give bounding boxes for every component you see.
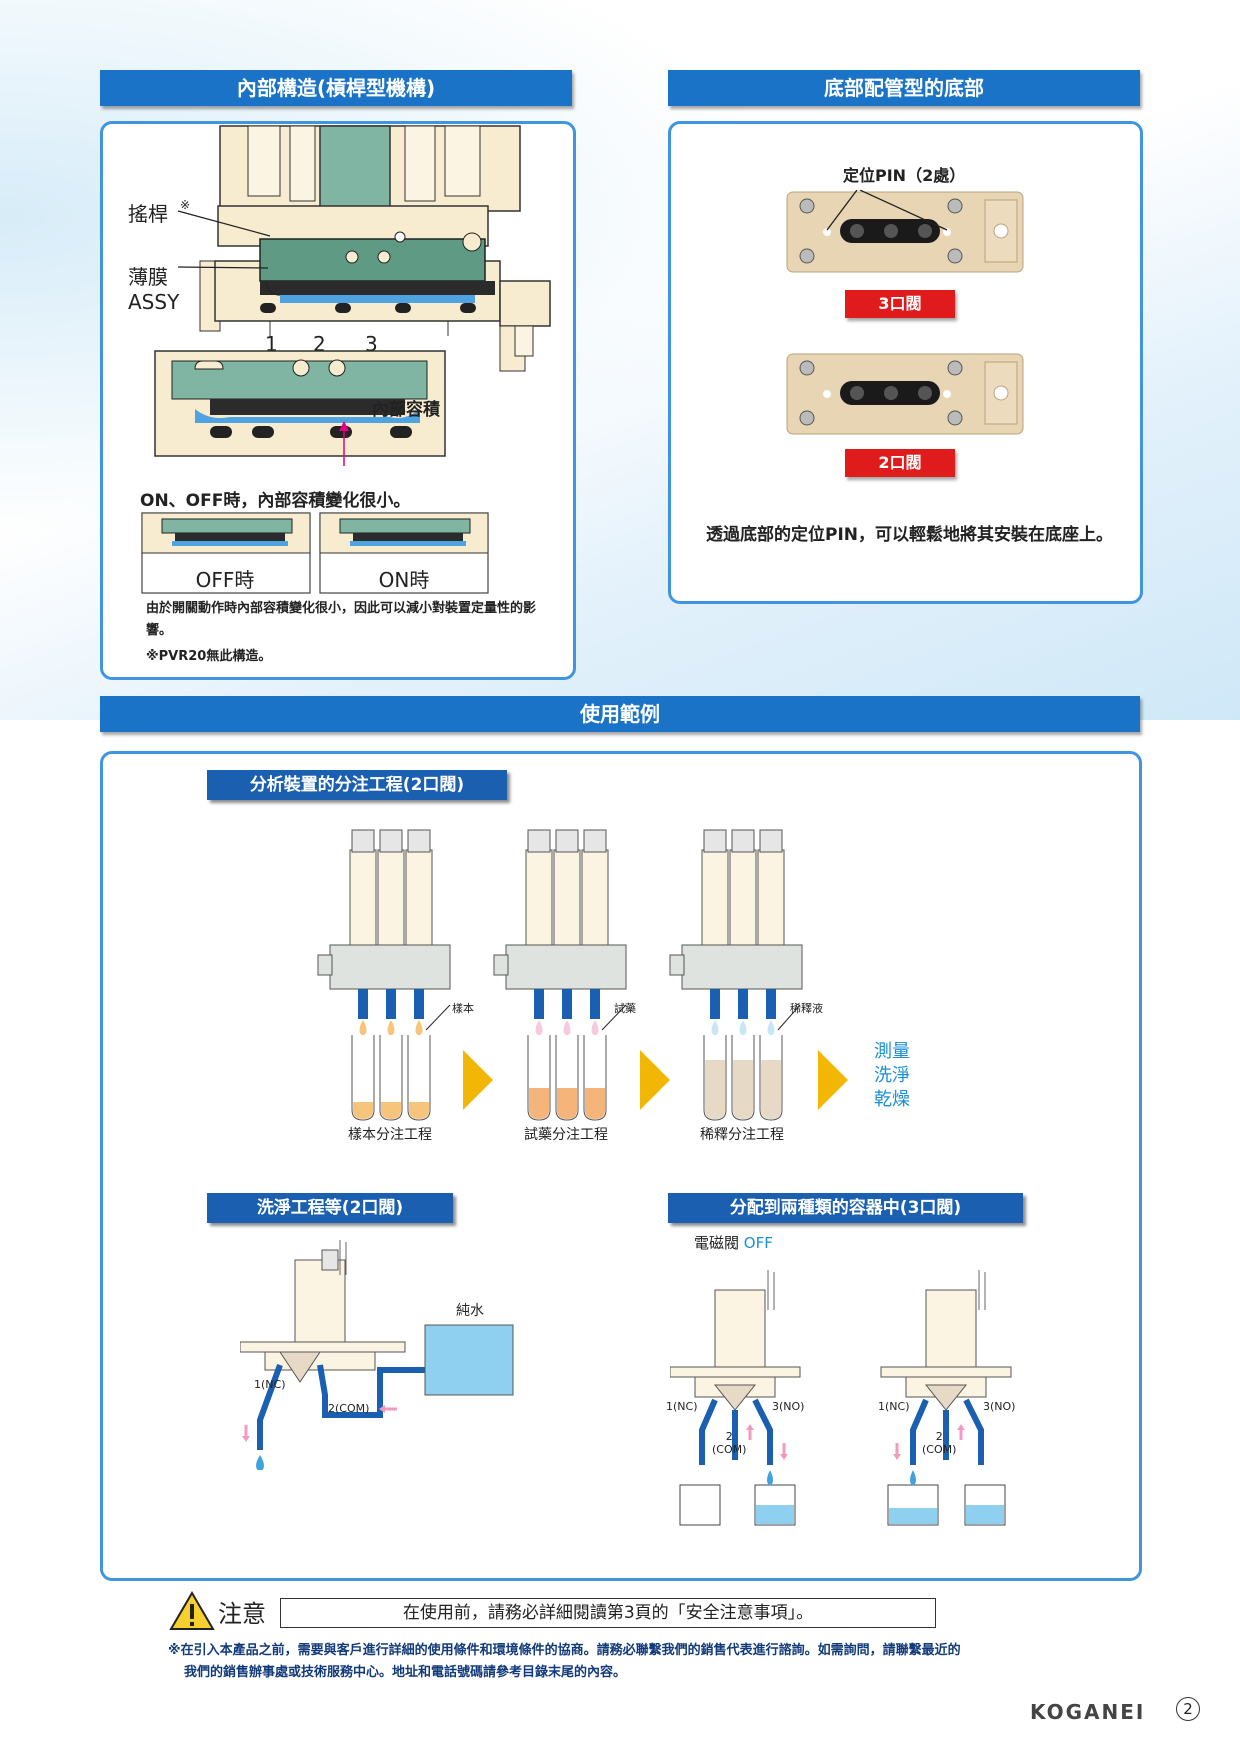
step-label-diluent: 稀釋分注工程 (700, 1127, 784, 1143)
washing-process-diagram (240, 1240, 514, 1470)
liquid-label-reagent: 試藥 (614, 1002, 636, 1015)
lever-footnote-mark: ※ (180, 198, 190, 212)
internal-volume-label: 內部容積 (372, 399, 441, 420)
liquid-label-sample: 樣本 (452, 1002, 474, 1015)
solenoid-status-value: OFF (743, 1234, 773, 1252)
internal-structure-diagram: 搖桿 ※ 薄膜 ASSY 1 2 3 內部容積 ON、OFF時，內部容積變化很小… (128, 125, 551, 594)
enlarged-detail-cross-section (154, 350, 446, 466)
distribution-right-port-com-num: 2 (935, 1430, 943, 1443)
section-title-usage: 使用範例 (100, 696, 1140, 732)
port-number-2: 2 (313, 332, 326, 356)
distribution-process-diagram (670, 1270, 1012, 1526)
dispensing-stage-3 (669, 829, 803, 1121)
port-number-1: 1 (265, 332, 278, 356)
washing-port-nc: 1(NC) (254, 1378, 286, 1391)
solenoid-status: 電磁閥 OFF (694, 1232, 773, 1253)
positioning-pin-label: 定位PIN（2處） (843, 166, 966, 185)
process-arrow-3 (818, 1050, 848, 1110)
page-number: 2 (1176, 1697, 1200, 1721)
dispensing-process-diagram (317, 829, 848, 1121)
caution-label: 注意 (218, 1600, 266, 1628)
valve-base-3port-photo (786, 191, 1024, 273)
step-label-reagent: 試藥分注工程 (524, 1127, 608, 1143)
distribution-right-port-com-label: (COM) (922, 1443, 957, 1456)
dispensing-subtitle: 分析裝置的分注工程(2口閥) (207, 770, 507, 800)
process-arrow-2 (640, 1050, 670, 1110)
badge-2port-valve: 2口閥 (845, 449, 955, 477)
internal-structure-footnote: ※PVR20無此構造。 (146, 649, 272, 664)
caution-footnote-line2: 我們的銷售辦事處或技術服務中心。地址和電話號碼請參考目錄末尾的內容。 (184, 1665, 627, 1680)
distribution-right-port-com: 2 (COM) (922, 1430, 956, 1456)
liquid-label-diluent: 稀釋液 (790, 1002, 823, 1015)
section-title-internal-structure: 內部構造(槓桿型機構) (100, 70, 572, 106)
off-state-diagram (141, 512, 311, 594)
bottom-piping-description: 透過底部的定位PIN，可以輕鬆地將其安裝在底座上。 (706, 525, 1114, 545)
caution-footnote-line1: ※在引入本產品之前，需要與客戶進行詳細的使用條件和環境條件的協商。請務必聯繫我們… (168, 1643, 961, 1658)
koganei-logo: KOGANEI (1030, 1700, 1146, 1724)
caution-footnote: ※在引入本產品之前，需要與客戶進行詳細的使用條件和環境條件的協商。請務必聯繫我們… (168, 1640, 1148, 1684)
distribution-valve-right (880, 1270, 1012, 1526)
final-step-measure: 測量 (874, 1041, 910, 1062)
on-state-diagram (319, 512, 489, 594)
distribution-valve-left (670, 1270, 801, 1526)
section-title-bottom-piping: 底部配管型的底部 (668, 70, 1140, 106)
caution-box: 在使用前，請務必詳細閱讀第3頁的「安全注意事項」。 (280, 1598, 936, 1628)
distribution-subtitle: 分配到兩種類的容器中(3口閥) (668, 1193, 1023, 1223)
dispensing-stage-1 (317, 829, 451, 1121)
solenoid-status-label: 電磁閥 (694, 1234, 740, 1252)
badge-3port-valve: 3口閥 (845, 290, 955, 318)
lever-label: 搖桿 (128, 202, 168, 226)
final-steps: 測量 洗淨 乾燥 (874, 1040, 910, 1112)
warning-triangle-icon (169, 1591, 215, 1630)
pin-leader-lines (826, 190, 948, 231)
dispensing-stage-2 (493, 829, 627, 1121)
lever-leader-line (177, 210, 271, 237)
off-state-label: OFF時 (196, 568, 255, 592)
distribution-left-port-nc: 1(NC) (666, 1400, 698, 1413)
valve-body-cross-section (199, 125, 551, 372)
distribution-right-port-nc: 1(NC) (878, 1400, 910, 1413)
diaphragm-leader-line (177, 266, 269, 269)
diaphragm-label: 薄膜 (128, 265, 168, 289)
process-arrow-1 (463, 1050, 493, 1110)
distribution-left-port-com-label: (COM) (712, 1443, 747, 1456)
pure-water-label: 純水 (456, 1303, 484, 1319)
valve-base-2port-photo (786, 353, 1024, 435)
washing-subtitle: 洗淨工程等(2口閥) (207, 1193, 453, 1223)
distribution-right-port-no: 3(NO) (983, 1400, 1016, 1413)
distribution-left-port-no: 3(NO) (772, 1400, 805, 1413)
distribution-left-port-com: 2 (COM) (712, 1430, 746, 1456)
on-state-label: ON時 (379, 568, 430, 592)
port-number-3: 3 (365, 332, 378, 356)
assy-label: ASSY (128, 290, 180, 314)
usage-panel (100, 751, 1142, 1581)
final-step-wash: 洗淨 (874, 1065, 910, 1086)
step-label-sample: 樣本分注工程 (348, 1127, 432, 1143)
internal-structure-note: 由於開關動作時內部容積變化很小，因此可以減小對裝置定量性的影響。 (146, 601, 537, 638)
washing-port-com: 2(COM) (328, 1402, 370, 1415)
internal-volume-headline: ON、OFF時，內部容積變化很小。 (140, 490, 410, 511)
final-step-dry: 乾燥 (874, 1089, 910, 1110)
distribution-left-port-com-num: 2 (725, 1430, 733, 1443)
